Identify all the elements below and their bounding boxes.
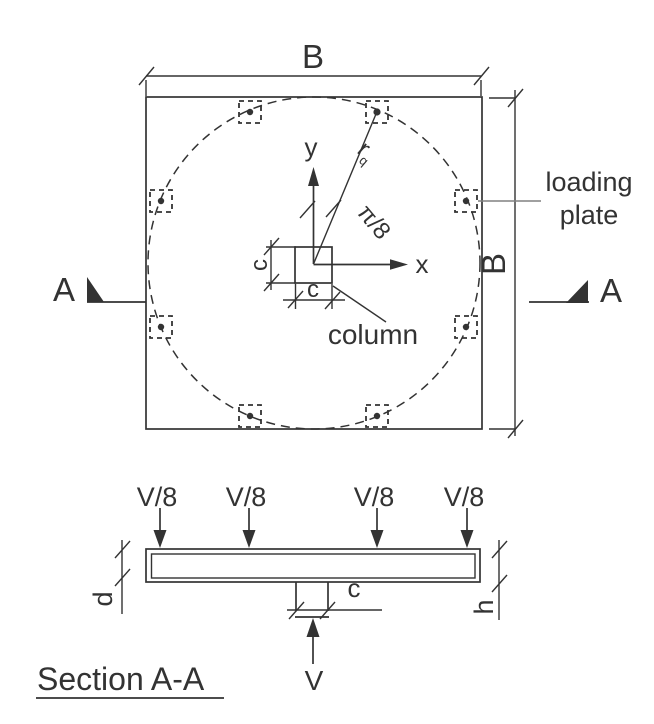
loading-plate-dot bbox=[373, 412, 381, 420]
reaction-label: V bbox=[305, 665, 324, 696]
reaction-arrow: V bbox=[305, 618, 324, 696]
dim-tick bbox=[114, 540, 131, 559]
dimension-c-left: c bbox=[246, 237, 296, 292]
cut-arrow-right bbox=[566, 280, 588, 303]
loading-plate-dot bbox=[157, 197, 165, 205]
column-leader-line bbox=[332, 285, 387, 323]
cut-label-right: A bbox=[600, 272, 622, 309]
loading-plate-dot bbox=[462, 197, 470, 205]
dim-tick bbox=[507, 88, 524, 108]
loading-plate bbox=[149, 189, 173, 213]
loading-plate-dot bbox=[157, 323, 165, 331]
load-label: V/8 bbox=[354, 482, 395, 512]
loading-plate-dot bbox=[462, 323, 470, 331]
load-arrowhead bbox=[370, 530, 384, 548]
column-plan bbox=[294, 246, 333, 284]
dim-tick bbox=[288, 601, 305, 620]
loading-plate-label-line1: loading bbox=[545, 167, 632, 197]
column-section: c bbox=[287, 573, 382, 620]
loading-plate-dot bbox=[246, 108, 254, 116]
angle-tick bbox=[325, 199, 342, 218]
load-arrow bbox=[242, 508, 256, 548]
load-arrowhead bbox=[242, 530, 256, 548]
dim-label-d: d bbox=[88, 591, 118, 606]
dim-label-h: h bbox=[469, 599, 499, 614]
dim-tick bbox=[473, 66, 490, 86]
dim-tick bbox=[491, 574, 508, 593]
dim-label-c-section: c bbox=[348, 573, 361, 603]
reaction-arrowhead bbox=[306, 618, 320, 637]
loading-plate-callout: loading plate bbox=[478, 167, 633, 230]
dim-label-c-left: c bbox=[246, 259, 273, 271]
dimension-d: d bbox=[88, 540, 131, 614]
section-title: Section A-A bbox=[37, 661, 205, 697]
dim-label-B-top: B bbox=[302, 38, 324, 75]
cut-marker-right: A bbox=[529, 272, 622, 309]
slab-inner-line bbox=[150, 553, 476, 579]
dim-tick bbox=[138, 66, 155, 86]
angle-tick bbox=[299, 200, 316, 219]
section-title-group: Section A-A bbox=[36, 661, 224, 699]
cut-arrow-left bbox=[87, 277, 104, 302]
column-label: column bbox=[328, 319, 418, 350]
column-callout: column bbox=[328, 285, 418, 350]
plan-view: B B y x rq π/8 bbox=[53, 38, 633, 439]
dimension-B-top: B bbox=[138, 38, 490, 96]
dim-tick bbox=[263, 273, 280, 292]
loading-plate bbox=[365, 404, 389, 428]
dimension-B-right: B bbox=[475, 88, 524, 439]
cut-marker-left: A bbox=[53, 271, 146, 308]
dim-tick bbox=[324, 291, 341, 310]
load-circle bbox=[147, 96, 481, 430]
loading-plate bbox=[238, 100, 262, 124]
loading-plate-dot bbox=[246, 412, 254, 420]
loading-plate bbox=[149, 315, 173, 339]
load-label: V/8 bbox=[444, 482, 485, 512]
y-axis-label: y bbox=[305, 132, 318, 162]
x-axis-arrowhead bbox=[390, 259, 408, 270]
loading-plate-dot bbox=[373, 108, 381, 116]
loading-plate bbox=[454, 189, 478, 213]
loading-plate bbox=[238, 404, 262, 428]
dim-label-B-right: B bbox=[475, 253, 512, 275]
dim-tick bbox=[287, 290, 304, 309]
loading-plate bbox=[454, 315, 478, 339]
dim-label-c-bottom: c bbox=[307, 276, 319, 303]
load-arrow bbox=[460, 508, 474, 548]
load-arrowhead bbox=[460, 530, 474, 548]
angle-label: π/8 bbox=[352, 199, 396, 244]
loading-plates bbox=[149, 100, 478, 428]
load-arrow bbox=[153, 508, 167, 548]
radius-line bbox=[312, 113, 377, 265]
dim-tick bbox=[491, 540, 508, 559]
dim-tick bbox=[507, 419, 524, 439]
load-label: V/8 bbox=[137, 482, 178, 512]
y-axis-arrowhead bbox=[308, 167, 319, 186]
load-arrows: V/8 V/8 V/8 V/8 bbox=[137, 482, 485, 548]
dim-tick bbox=[114, 568, 131, 587]
y-axis: y bbox=[305, 132, 319, 264]
slab-outline-section bbox=[145, 548, 481, 583]
x-axis-label: x bbox=[416, 249, 429, 279]
load-arrowhead bbox=[153, 530, 167, 548]
load-label: V/8 bbox=[226, 482, 267, 512]
load-arrow bbox=[370, 508, 384, 548]
dimension-h: h bbox=[469, 540, 508, 620]
section-view: V/8 V/8 V/8 V/8 d h c bbox=[36, 482, 508, 699]
loading-plate bbox=[365, 100, 389, 124]
cut-label-left: A bbox=[53, 271, 75, 308]
dimension-c-bottom: c bbox=[283, 276, 345, 310]
dim-tick bbox=[263, 237, 280, 256]
x-axis: x bbox=[313, 249, 429, 279]
loading-plate-label-line2: plate bbox=[560, 200, 619, 230]
